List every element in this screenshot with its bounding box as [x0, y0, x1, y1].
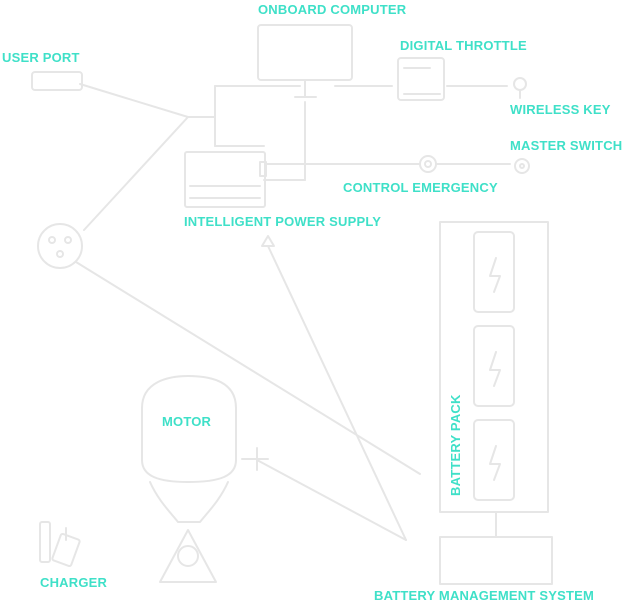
socket-icon — [37, 223, 83, 269]
label-wireless-key: WIRELESS KEY — [510, 102, 611, 117]
label-master-switch: MASTER SWITCH — [510, 138, 623, 153]
label-control-emergency: CONTROL EMERGENCY — [343, 180, 498, 195]
charger-icon — [39, 521, 81, 568]
user-port-icon — [31, 71, 83, 91]
intelligent-power-supply-icon — [184, 151, 267, 208]
battery-management-system-icon — [439, 536, 553, 585]
control-emergency-icon — [419, 155, 437, 173]
master-switch-icon — [514, 158, 530, 174]
onboard-computer-icon — [257, 24, 353, 98]
power-supply-arrow — [261, 235, 275, 247]
label-digital-throttle: DIGITAL THROTTLE — [400, 38, 527, 53]
label-intelligent-power-supply: INTELLIGENT POWER SUPPLY — [184, 214, 382, 229]
label-motor: MOTOR — [162, 414, 212, 429]
connection-lines — [75, 83, 511, 541]
wireless-key-icon — [513, 77, 527, 99]
motor-icon — [141, 375, 269, 583]
label-charger: CHARGER — [40, 575, 108, 590]
label-battery-pack: BATTERY PACK — [448, 394, 463, 496]
label-user-port: USER PORT — [2, 50, 80, 65]
battery-pack-icon — [439, 221, 549, 513]
label-onboard-computer: ONBOARD COMPUTER — [258, 2, 407, 17]
label-battery-management-system: BATTERY MANAGEMENT SYSTEM — [374, 588, 594, 603]
digital-throttle-icon — [397, 57, 445, 101]
